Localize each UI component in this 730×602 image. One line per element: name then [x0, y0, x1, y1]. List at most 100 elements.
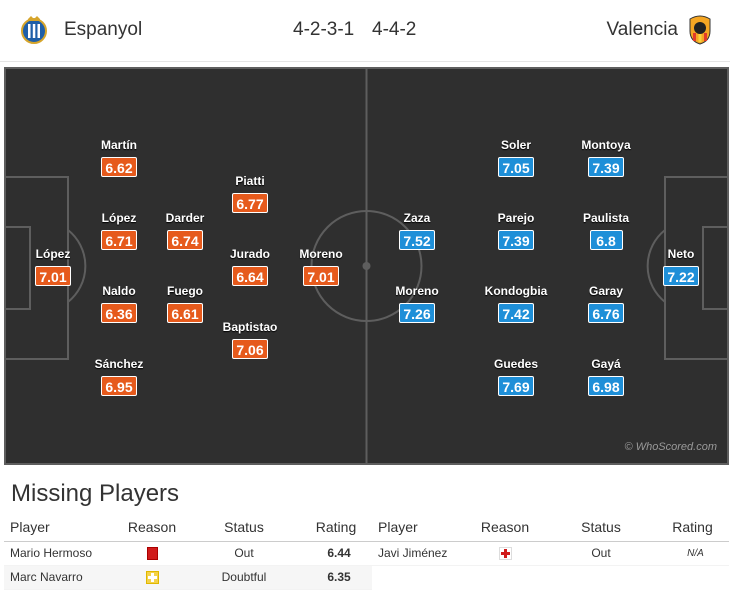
player-name[interactable]: Garay: [588, 284, 624, 298]
player-rating-badge: 7.05: [498, 157, 534, 177]
player-rating-badge: 7.39: [588, 157, 624, 177]
home-player[interactable]: Fuego 6.61: [145, 284, 225, 324]
red-card-icon: [146, 547, 158, 561]
away-player[interactable]: Gayá 6.98: [566, 357, 646, 397]
player-rating-badge: 7.01: [35, 266, 71, 286]
table-row: Marc Navarro Doubtful 6.35: [4, 565, 372, 590]
player-name[interactable]: Neto: [667, 247, 695, 261]
home-player[interactable]: Naldo 6.36: [79, 284, 159, 324]
away-player[interactable]: Soler 7.05: [476, 138, 556, 178]
player-rating-badge: 6.77: [232, 193, 268, 213]
player-rating-badge: 6.36: [101, 303, 137, 323]
missing-player-name[interactable]: Mario Hermoso: [4, 541, 116, 566]
column-header-player: Player: [4, 514, 116, 542]
player-name[interactable]: Kondogbia: [484, 284, 548, 298]
home-player[interactable]: López 6.71: [79, 211, 159, 251]
home-player[interactable]: Piatti 6.77: [210, 174, 290, 214]
valencia-crest-icon: [689, 15, 711, 45]
player-rating-badge: 7.39: [498, 230, 534, 250]
player-rating-badge: 6.98: [588, 376, 624, 396]
pitch-lines: [4, 67, 729, 465]
column-header-status: Status: [546, 514, 656, 542]
player-name[interactable]: Guedes: [493, 357, 538, 371]
away-player[interactable]: Parejo 7.39: [476, 211, 556, 251]
home-missing-table: Player Reason Status Rating Mario Hermos…: [4, 514, 372, 590]
missing-player-rating: 6.35: [300, 565, 372, 590]
away-missing-table: Player Reason Status Rating Javi Jiménez…: [372, 514, 729, 566]
player-rating-badge: 6.8: [589, 230, 623, 250]
player-rating-badge: 6.74: [167, 230, 203, 250]
away-player[interactable]: Zaza 7.52: [377, 211, 457, 251]
player-name[interactable]: López: [35, 247, 71, 261]
player-name[interactable]: Moreno: [395, 284, 439, 298]
away-player[interactable]: Kondogbia 7.42: [476, 284, 556, 324]
player-name[interactable]: Martín: [101, 138, 137, 152]
player-rating-badge: 7.22: [663, 266, 699, 286]
away-player[interactable]: Guedes 7.69: [476, 357, 556, 397]
column-header-rating: Rating: [300, 514, 372, 542]
away-player[interactable]: Montoya 7.39: [566, 138, 646, 178]
player-name[interactable]: Fuego: [167, 284, 203, 298]
column-header-reason: Reason: [116, 514, 188, 542]
match-header: Espanyol 4-2-3-1 4-4-2 Valencia: [0, 0, 730, 62]
home-player[interactable]: López 7.01: [13, 247, 93, 287]
missing-player-name[interactable]: Marc Navarro: [4, 565, 116, 590]
away-team-name[interactable]: Valencia: [606, 19, 678, 40]
away-player[interactable]: Garay 6.76: [566, 284, 646, 324]
away-player[interactable]: Paulista 6.8: [566, 211, 646, 251]
missing-player-rating: N/A: [656, 541, 729, 566]
player-rating-badge: 6.71: [101, 230, 137, 250]
player-name[interactable]: Jurado: [229, 247, 270, 261]
column-header-player: Player: [372, 514, 464, 542]
player-name[interactable]: Montoya: [581, 138, 631, 152]
missing-players-title: Missing Players: [11, 480, 180, 507]
player-rating-badge: 7.26: [399, 303, 435, 323]
espanyol-crest-icon: [21, 16, 47, 44]
player-name[interactable]: Piatti: [235, 174, 265, 188]
player-rating-badge: 7.69: [498, 376, 534, 396]
table-row: Mario Hermoso Out 6.44: [4, 541, 372, 566]
away-player[interactable]: Neto 7.22: [641, 247, 721, 287]
away-player[interactable]: Moreno 7.26: [377, 284, 457, 324]
home-player[interactable]: Moreno 7.01: [281, 247, 361, 287]
table-row: Javi Jiménez Out N/A: [372, 541, 729, 566]
home-formation: 4-2-3-1: [293, 19, 355, 40]
player-rating-badge: 6.62: [101, 157, 137, 177]
player-rating-badge: 6.95: [101, 376, 137, 396]
home-team-name[interactable]: Espanyol: [64, 19, 143, 40]
column-header-rating: Rating: [656, 514, 729, 542]
player-name[interactable]: Zaza: [403, 211, 431, 225]
missing-player-name[interactable]: Javi Jiménez: [372, 541, 464, 566]
home-player[interactable]: Sánchez 6.95: [79, 357, 159, 397]
player-name[interactable]: Parejo: [497, 211, 535, 225]
player-name[interactable]: Moreno: [299, 247, 343, 261]
missing-player-status: Out: [188, 541, 300, 566]
player-rating-badge: 6.61: [167, 303, 203, 323]
watermark: © WhoScored.com: [624, 441, 717, 453]
column-header-reason: Reason: [464, 514, 546, 542]
player-name[interactable]: Naldo: [102, 284, 136, 298]
player-name[interactable]: Baptistao: [222, 320, 278, 334]
player-name[interactable]: Darder: [165, 211, 205, 225]
injury-icon: [498, 547, 512, 561]
player-rating-badge: 6.76: [588, 303, 624, 323]
missing-player-status: Doubtful: [188, 565, 300, 590]
player-rating-badge: 7.42: [498, 303, 534, 323]
home-player[interactable]: Martín 6.62: [79, 138, 159, 178]
player-name[interactable]: Sánchez: [94, 357, 144, 371]
away-formation: 4-4-2: [372, 19, 417, 40]
home-player[interactable]: Darder 6.74: [145, 211, 225, 251]
player-rating-badge: 6.64: [232, 266, 268, 286]
player-name[interactable]: López: [101, 211, 137, 225]
player-name[interactable]: Soler: [500, 138, 531, 152]
player-name[interactable]: Paulista: [582, 211, 630, 225]
player-rating-badge: 7.01: [303, 266, 339, 286]
player-rating-badge: 7.52: [399, 230, 435, 250]
doubtful-icon: [145, 571, 159, 585]
home-player[interactable]: Jurado 6.64: [210, 247, 290, 287]
missing-player-status: Out: [546, 541, 656, 566]
column-header-status: Status: [188, 514, 300, 542]
player-name[interactable]: Gayá: [591, 357, 621, 371]
